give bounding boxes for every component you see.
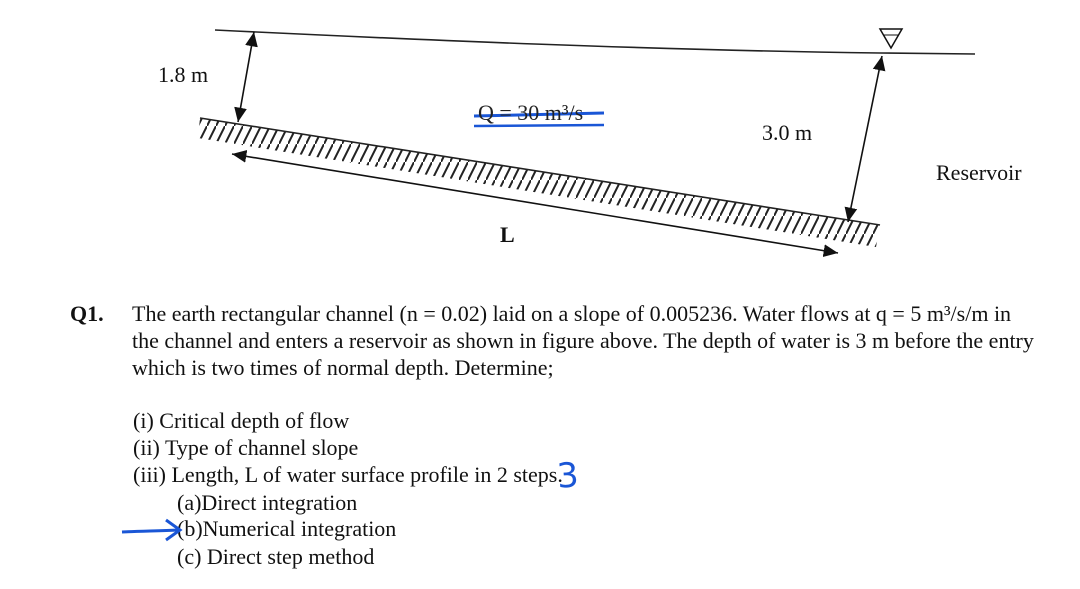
- subitem-b: (b)Numerical integration: [177, 516, 397, 541]
- arrow-pointer-icon: [121, 518, 183, 542]
- channel-figure: 1.8 m 3.0 m Reservoir L Q = 30 m³/s: [0, 0, 1080, 290]
- question-item-3: (iii) Length, L of water surface profile…: [133, 462, 563, 487]
- channel-diagram: [198, 28, 976, 257]
- subitem-a: (a)Direct integration: [177, 490, 358, 515]
- depth-arrow-downstream: [844, 55, 886, 223]
- discharge-label-struck: Q = 30 m³/s: [478, 100, 584, 125]
- length-arrow: [231, 150, 839, 257]
- depth-label-upstream: 1.8 m: [158, 62, 209, 87]
- subitem-c: (c) Direct step method: [177, 544, 375, 569]
- question-number: Q1.: [70, 301, 104, 326]
- question-text: The earth rectangular channel (n = 0.02)…: [132, 301, 1034, 380]
- depth-arrow-upstream: [234, 31, 258, 123]
- depth-label-downstream: 3.0 m: [762, 120, 813, 145]
- question-item-1: (i) Critical depth of flow: [133, 408, 350, 433]
- water-surface-symbol-icon: [878, 28, 904, 50]
- strike-line-upper: [473, 111, 605, 118]
- question-item-2: (ii) Type of channel slope: [133, 435, 359, 460]
- water-surface-line: [214, 29, 976, 55]
- length-label: L: [500, 222, 515, 247]
- handwritten-three: 3: [555, 455, 581, 497]
- reservoir-label: Reservoir: [936, 160, 1022, 185]
- strike-line-lower: [473, 123, 605, 128]
